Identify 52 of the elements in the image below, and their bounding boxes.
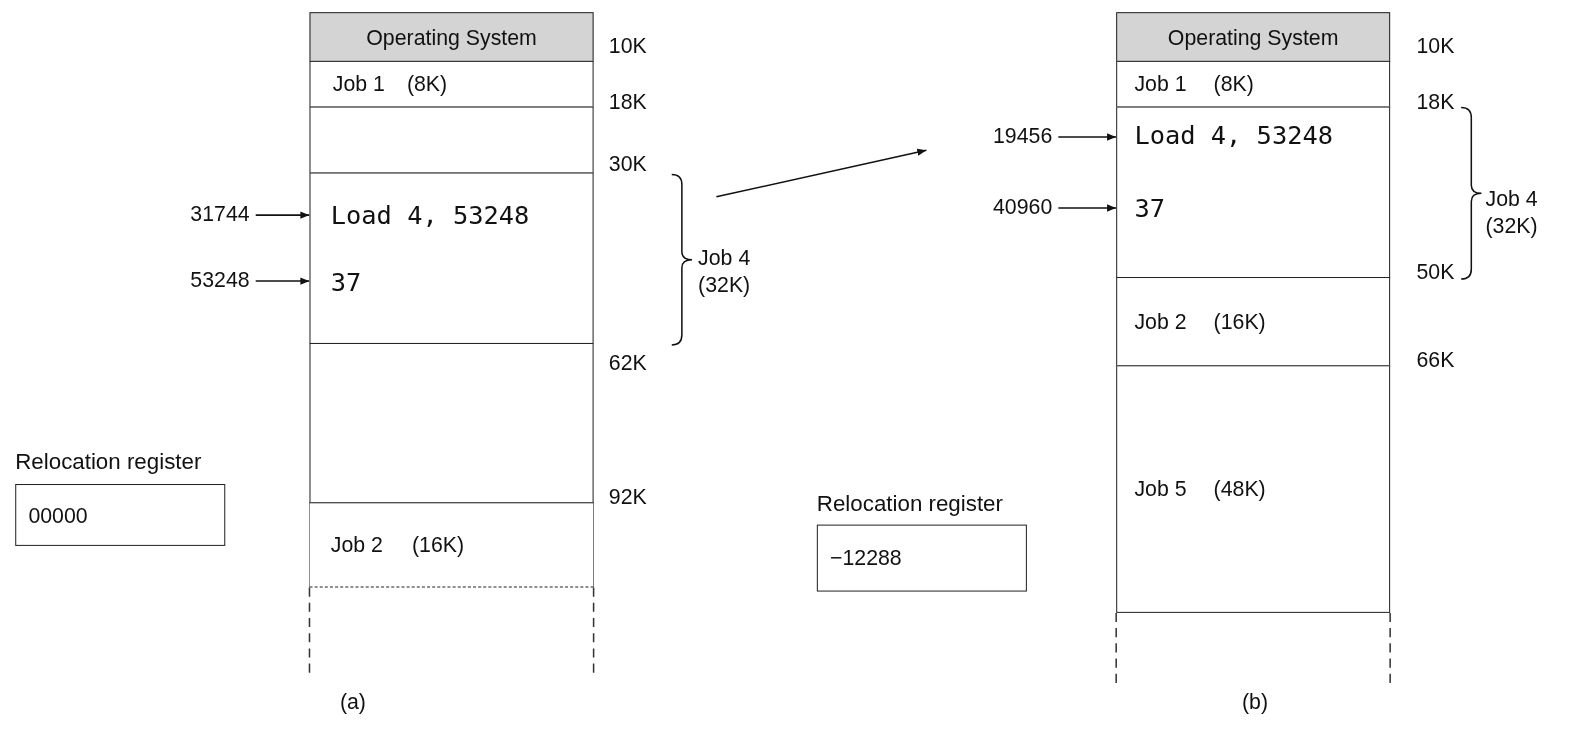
- brace-label: Job 4 (32K): [1485, 185, 1539, 240]
- address-mark: 50K: [1416, 259, 1455, 285]
- address-mark: 66K: [1416, 348, 1455, 373]
- segment-label: Job 5: [1134, 476, 1187, 502]
- segment-label: (8K): [406, 72, 448, 97]
- arrow: [254, 211, 311, 219]
- address-mark: 30K: [608, 152, 647, 177]
- arrow: [1057, 133, 1117, 141]
- address-mark: 18K: [608, 89, 647, 114]
- segment-label: Job 1: [1134, 72, 1187, 97]
- register-box: 00000: [15, 484, 226, 546]
- panel-label: (a): [339, 690, 366, 715]
- segment-label: (16K): [1213, 309, 1266, 334]
- instruction-text: Load 4, 53248: [1134, 121, 1333, 151]
- memory-segment: [309, 60, 594, 108]
- address-label: 53248: [164, 267, 250, 293]
- arrow: [254, 277, 311, 285]
- memory-segment: [1116, 277, 1391, 367]
- segment-label: Job 1: [332, 72, 385, 97]
- panel-label: (b): [1242, 690, 1269, 715]
- memory-segment: [309, 12, 594, 62]
- instruction-text: 37: [330, 268, 362, 298]
- segment-label: (8K): [1213, 72, 1254, 97]
- address-label: 31744: [164, 201, 250, 227]
- memory-segment: [1116, 365, 1391, 613]
- memory-segment: [309, 172, 594, 344]
- arrow: [1057, 204, 1117, 212]
- segment-label: Job 2: [330, 532, 383, 558]
- brace-label: Job 4 (32K): [698, 244, 752, 299]
- segment-label: (16K): [411, 532, 465, 558]
- register-heading: Relocation register: [15, 449, 202, 474]
- memory-segment: [1116, 12, 1391, 62]
- segment-label: Operating System: [1166, 24, 1340, 50]
- address-label: 19456: [969, 123, 1053, 149]
- memory-segment: [1116, 60, 1391, 108]
- memory-segment: [309, 106, 594, 174]
- segment-label: (48K): [1213, 476, 1266, 502]
- address-mark: 10K: [608, 33, 647, 58]
- address-mark: 62K: [608, 351, 647, 376]
- segment-label: Operating System: [365, 24, 538, 50]
- address-mark: 10K: [1416, 33, 1455, 58]
- register-box: −12288: [816, 524, 1027, 592]
- instruction-text: Load 4, 53248: [330, 201, 530, 231]
- segment-label: Job 2: [1134, 309, 1187, 334]
- instruction-text: 37: [1134, 194, 1165, 224]
- address-mark: 92K: [608, 485, 647, 510]
- register-heading: Relocation register: [816, 492, 1003, 517]
- address-label: 40960: [969, 194, 1053, 220]
- memory-segment: [1116, 106, 1391, 279]
- memory-segment: [309, 502, 594, 588]
- address-mark: 18K: [1416, 89, 1455, 114]
- memory-segment: [309, 342, 594, 504]
